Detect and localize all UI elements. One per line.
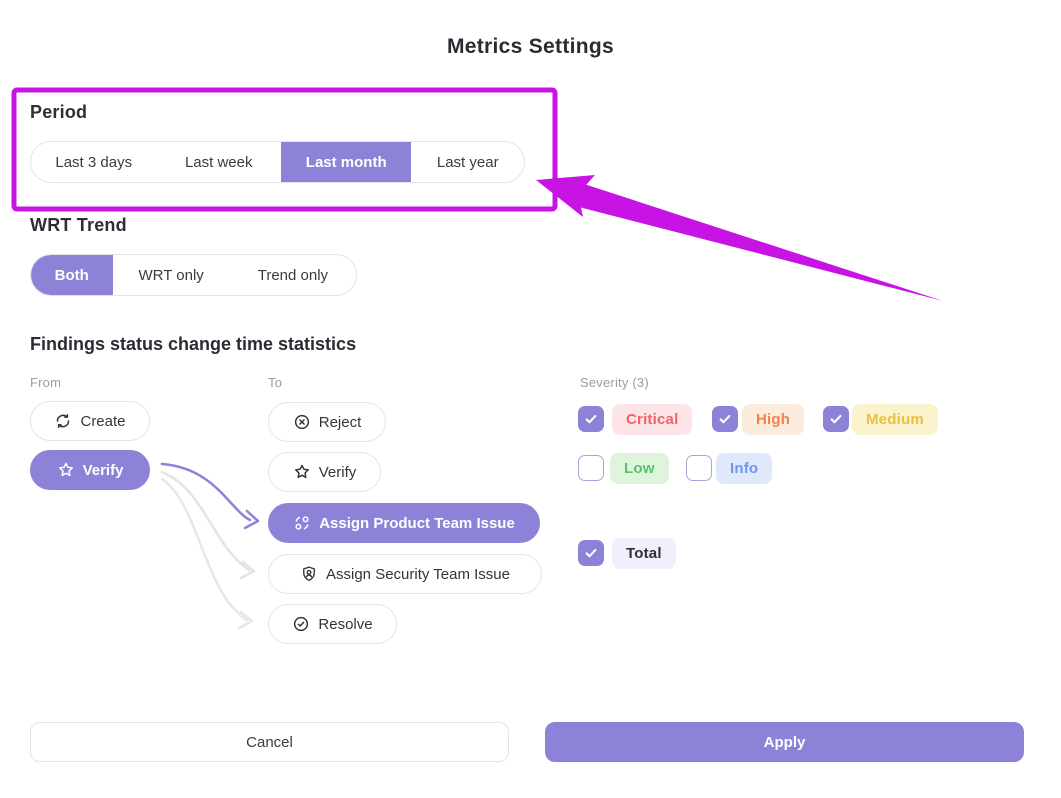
- to-resolve-button[interactable]: Resolve: [268, 604, 397, 644]
- to-assign-product-team-issue-button[interactable]: Assign Product Team Issue: [268, 503, 540, 543]
- wrt-trend-section-label: WRT Trend: [30, 215, 127, 235]
- check-icon: [830, 415, 842, 424]
- period-option-last-year[interactable]: Last year: [436, 153, 499, 171]
- team-sync-icon: [295, 516, 309, 530]
- from-create-button[interactable]: Create: [30, 401, 150, 441]
- from-create-label: Create: [80, 412, 126, 430]
- annotation-arrow-head: [536, 175, 595, 217]
- severity-medium-chip[interactable]: Medium: [852, 404, 938, 435]
- total-chip[interactable]: Total: [612, 538, 676, 569]
- from-verify-button[interactable]: Verify: [30, 450, 150, 490]
- period-option-last-month[interactable]: Last month: [280, 142, 412, 182]
- star-icon: [58, 462, 73, 477]
- period-option-last-3-days[interactable]: Last 3 days: [55, 153, 133, 171]
- severity-critical-chip[interactable]: Critical: [612, 404, 693, 435]
- check-icon: [585, 549, 597, 558]
- star-icon: [294, 464, 309, 479]
- wrt-trend-segmented-control: Both WRT only Trend only: [30, 254, 357, 296]
- to-assign-product-team-issue-label: Assign Product Team Issue: [319, 514, 515, 532]
- severity-critical-checkbox[interactable]: [578, 406, 604, 432]
- from-verify-label: Verify: [82, 461, 124, 479]
- severity-section-label: Severity (3): [580, 375, 649, 390]
- to-verify-button[interactable]: Verify: [268, 452, 381, 492]
- check-circle-icon: [294, 616, 309, 632]
- check-icon: [719, 415, 731, 424]
- page-title: Metrics Settings: [446, 35, 614, 58]
- severity-medium-checkbox[interactable]: [823, 406, 849, 432]
- severity-info-chip[interactable]: Info: [716, 453, 773, 484]
- x-circle-icon: [294, 414, 309, 430]
- wrt-option-both[interactable]: Both: [31, 255, 113, 295]
- period-option-last-week[interactable]: Last week: [184, 153, 253, 171]
- to-assign-security-team-issue-button[interactable]: Assign Security Team Issue: [268, 554, 542, 594]
- period-segmented-control: Last 3 days Last week Last month Last ye…: [30, 141, 525, 183]
- apply-button[interactable]: Apply: [545, 722, 1024, 762]
- to-reject-button[interactable]: Reject: [268, 402, 386, 442]
- from-column-label: From: [30, 375, 62, 390]
- security-badge-icon: [303, 566, 315, 581]
- severity-high-chip[interactable]: High: [742, 404, 805, 435]
- to-verify-label: Verify: [318, 463, 357, 481]
- annotation-arrow-shaft: [575, 183, 943, 301]
- findings-heading: Findings status change time statistics: [30, 334, 357, 354]
- wrt-option-trend-only[interactable]: Trend only: [257, 266, 329, 284]
- wrt-option-wrt-only[interactable]: WRT only: [138, 266, 204, 284]
- period-section-label: Period: [30, 102, 88, 122]
- severity-info-checkbox[interactable]: [686, 455, 712, 481]
- total-checkbox[interactable]: [578, 540, 604, 566]
- to-column-label: To: [268, 375, 283, 390]
- severity-high-checkbox[interactable]: [712, 406, 738, 432]
- to-reject-label: Reject: [318, 413, 362, 431]
- refresh-icon: [57, 413, 70, 429]
- to-resolve-label: Resolve: [318, 615, 373, 633]
- severity-low-checkbox[interactable]: [578, 455, 604, 481]
- cancel-button[interactable]: Cancel: [30, 722, 509, 762]
- check-icon: [585, 415, 597, 424]
- severity-low-chip[interactable]: Low: [610, 453, 669, 484]
- to-assign-security-team-issue-label: Assign Security Team Issue: [326, 565, 510, 583]
